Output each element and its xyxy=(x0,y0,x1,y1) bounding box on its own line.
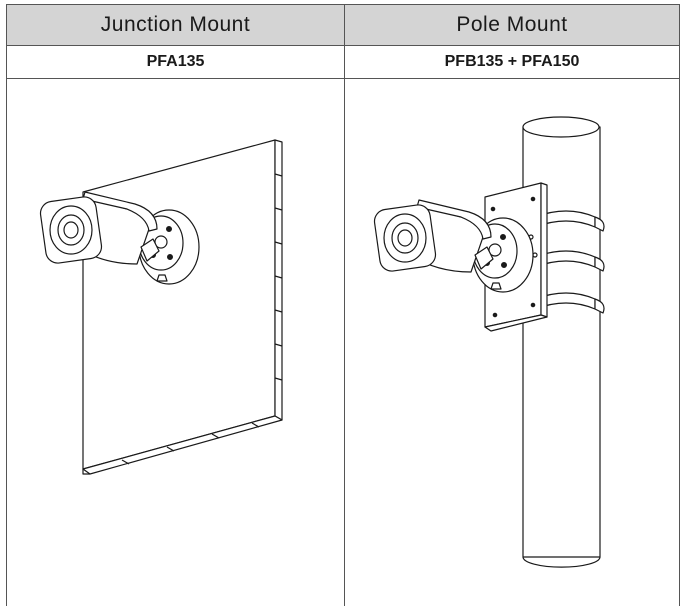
junction-mount-cell xyxy=(7,79,345,606)
header-pole-mount: Pole Mount xyxy=(456,13,568,36)
header-row: Junction Mount Pole Mount xyxy=(7,4,679,46)
header-junction-mount: Junction Mount xyxy=(7,5,345,45)
bullet-camera xyxy=(39,191,160,265)
model-junction: PFA135 xyxy=(7,46,345,78)
pole-mount-cell xyxy=(345,79,679,606)
junction-mount-illustration xyxy=(39,139,283,475)
image-row xyxy=(7,79,679,606)
model-row: PFA135 PFB135 + PFA150 xyxy=(7,46,679,79)
model-pole: PFB135 + PFA150 xyxy=(444,53,580,70)
mounting-table: Junction Mount Pole Mount PFA135 PFB135 … xyxy=(6,4,680,606)
pole-straps xyxy=(534,210,605,314)
bullet-camera xyxy=(373,199,494,273)
pole-mount-illustration xyxy=(373,116,605,568)
wall-panel xyxy=(82,139,283,475)
